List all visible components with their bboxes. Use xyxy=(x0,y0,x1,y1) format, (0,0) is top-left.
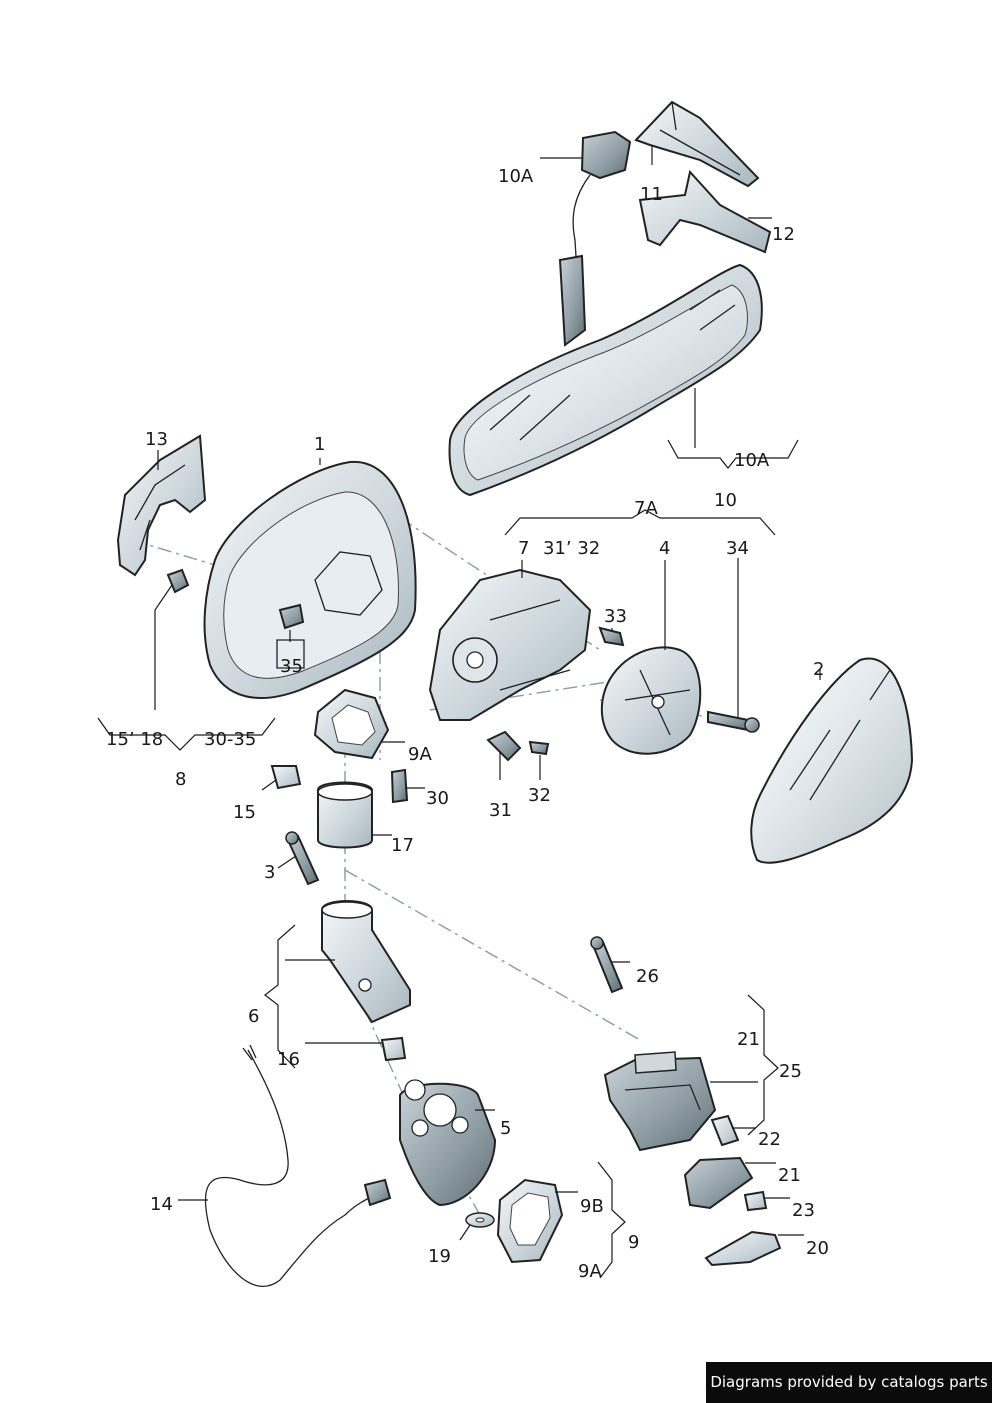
gasket-9a-upper xyxy=(313,688,390,760)
label-16: 16 xyxy=(277,1049,300,1070)
adjuster-base-7 xyxy=(428,568,592,721)
screw-32 xyxy=(528,740,550,756)
label-15-18: 15’ 18 xyxy=(106,729,163,750)
label-15: 15 xyxy=(233,802,256,823)
mount-plate-outline xyxy=(314,551,383,616)
grommet-16 xyxy=(380,1036,407,1062)
label-31-32: 31’ 32 xyxy=(543,538,600,559)
label-14: 14 xyxy=(150,1194,173,1215)
label-9: 9 xyxy=(628,1232,639,1253)
label-4: 4 xyxy=(659,538,670,559)
label-9b: 9B xyxy=(580,1196,604,1217)
leader-lines xyxy=(97,145,821,1279)
credit-banner: Diagrams provided by catalogs parts xyxy=(706,1362,992,1403)
screw-26 xyxy=(590,936,624,994)
label-19: 19 xyxy=(428,1246,451,1267)
label-17: 17 xyxy=(391,835,414,856)
label-30: 30 xyxy=(426,788,449,809)
motor-6 xyxy=(321,900,411,1024)
label-21-bottom: 21 xyxy=(778,1165,801,1186)
label-23: 23 xyxy=(792,1200,815,1221)
washer-19 xyxy=(465,1212,495,1228)
label-9a-top: 9A xyxy=(408,744,432,765)
interior-rearview-mirror xyxy=(448,130,763,497)
base-mount-21-25 xyxy=(603,1051,717,1152)
label-34: 34 xyxy=(726,538,749,559)
mirror-mount-stem xyxy=(558,254,587,347)
label-1: 1 xyxy=(314,434,325,455)
clip-31 xyxy=(486,730,522,762)
label-10a-bottom: 10A xyxy=(734,450,770,471)
bracket-13 xyxy=(116,434,207,577)
wiring-harness-14 xyxy=(204,1044,392,1287)
grommet-23 xyxy=(743,1190,768,1212)
mirror-glass-surface xyxy=(463,284,748,481)
screw-30 xyxy=(390,768,409,804)
label-10a-top: 10A xyxy=(498,166,534,187)
mirror-cover-11 xyxy=(634,100,760,188)
bushing-15 xyxy=(270,765,302,790)
label-6: 6 xyxy=(248,1006,259,1027)
mirror-cover-12 xyxy=(638,169,772,254)
label-20: 20 xyxy=(806,1238,829,1259)
label-35-box xyxy=(276,639,305,669)
label-25: 25 xyxy=(779,1061,802,1082)
label-8: 8 xyxy=(175,769,186,790)
motor-bracket-17 xyxy=(317,781,373,849)
label-26: 26 xyxy=(636,966,659,987)
gasket-9b xyxy=(496,1178,564,1264)
mirror-glass-2 xyxy=(750,657,914,864)
base-cover-5 xyxy=(399,1079,497,1207)
screw-3 xyxy=(285,831,320,886)
screw-35-head xyxy=(278,603,305,630)
screw-33 xyxy=(598,626,625,647)
label-30-35: 30-35 xyxy=(204,729,256,750)
label-5: 5 xyxy=(500,1118,511,1139)
label-13: 13 xyxy=(145,429,168,450)
label-11: 11 xyxy=(640,184,663,205)
gasket-20 xyxy=(704,1230,782,1267)
screw-34 xyxy=(707,710,760,733)
mirror-housing-1 xyxy=(203,460,417,699)
mirror-connector xyxy=(580,130,632,180)
label-7a: 7A xyxy=(634,498,658,519)
label-33: 33 xyxy=(604,606,627,627)
label-21-top: 21 xyxy=(737,1029,760,1050)
label-22: 22 xyxy=(758,1129,781,1150)
adjuster-plate-4 xyxy=(600,646,702,755)
label-10: 10 xyxy=(714,490,737,511)
label-12: 12 xyxy=(772,224,795,245)
harness-connector xyxy=(363,1178,392,1207)
label-32: 32 xyxy=(528,785,551,806)
label-7: 7 xyxy=(518,538,529,559)
label-35: 35 xyxy=(280,656,303,677)
label-9a-bottom: 9A xyxy=(578,1261,602,1282)
clip-small xyxy=(166,568,190,594)
callout-labels: 10A 11 12 10A 10 7A 7 31’ 32 4 34 33 2 1… xyxy=(106,166,829,1282)
label-2: 2 xyxy=(813,659,824,680)
bracket-21-lower xyxy=(683,1156,754,1210)
label-3: 3 xyxy=(264,862,275,883)
label-31: 31 xyxy=(489,800,512,821)
screw-22 xyxy=(710,1114,740,1147)
